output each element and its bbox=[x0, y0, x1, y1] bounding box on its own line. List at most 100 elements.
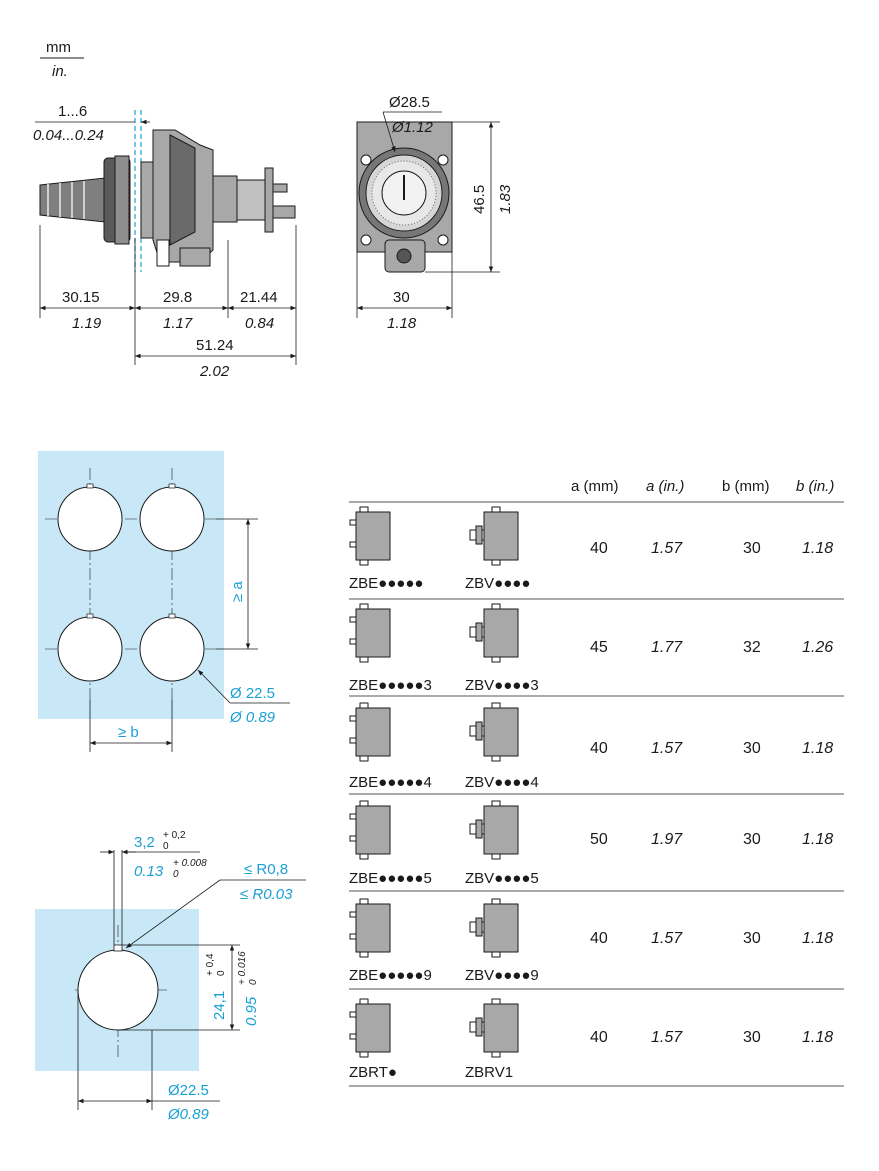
a-in: 1.57 bbox=[651, 540, 683, 557]
b-mm: 30 bbox=[743, 1029, 761, 1046]
contact-block-icon bbox=[349, 702, 391, 762]
contact-block-icon bbox=[349, 998, 391, 1058]
header-a-mm: a (mm) bbox=[571, 478, 619, 495]
notch-in-tol-upper: + 0.008 bbox=[173, 858, 207, 869]
rear-length-mm: 21.44 bbox=[240, 289, 278, 306]
table-row: ZBE●●●●●5 ZBV●●●●5 50 1.97 30 1.18 bbox=[349, 800, 833, 887]
knob-diameter-mm: Ø28.5 bbox=[389, 94, 430, 111]
light-block-icon bbox=[469, 702, 519, 762]
a-in: 1.97 bbox=[651, 831, 683, 848]
light-block-icon bbox=[469, 800, 519, 860]
light-block-icon bbox=[469, 998, 519, 1058]
table-row: ZBE●●●●●9 ZBV●●●●9 40 1.57 30 1.18 bbox=[349, 898, 833, 984]
height-in: 1.83 bbox=[497, 184, 514, 214]
contact-block-icon bbox=[349, 506, 391, 566]
contact-block-icon bbox=[349, 603, 391, 663]
side-view: 1...6 0.04...0.24 30.15 1.19 29.8 1.17 2… bbox=[33, 103, 297, 380]
spacing-a: ≥ a bbox=[229, 581, 246, 602]
notch-mm-tol-upper: + 0,2 bbox=[163, 830, 186, 841]
radius-in: ≤ R0.03 bbox=[240, 886, 293, 903]
spacing-b: ≥ b bbox=[118, 724, 139, 741]
height-in-tol-lower: 0 bbox=[248, 979, 259, 985]
height-mm: 46.5 bbox=[471, 185, 488, 214]
total-length-mm: 51.24 bbox=[196, 337, 234, 354]
a-in: 1.57 bbox=[651, 1029, 683, 1046]
front-length-mm: 30.15 bbox=[62, 289, 100, 306]
height-in-tol-upper: + 0.016 bbox=[237, 951, 248, 985]
height-mm-tol-upper: + 0,4 bbox=[205, 953, 216, 976]
height-mm-detail: 24,1 bbox=[211, 991, 228, 1020]
contact-block-icon bbox=[349, 800, 391, 860]
table-row: ZBE●●●●●3 ZBV●●●●3 45 1.77 32 1.26 bbox=[349, 603, 833, 694]
hole-diameter-in-detail: Ø0.89 bbox=[167, 1106, 210, 1123]
unit-in: in. bbox=[52, 63, 68, 80]
light-block-icon bbox=[469, 603, 519, 663]
b-in: 1.18 bbox=[802, 740, 833, 757]
total-length-in: 2.02 bbox=[199, 363, 230, 380]
ref-light: ZBV●●●●9 bbox=[465, 967, 539, 984]
radius-mm: ≤ R0,8 bbox=[244, 861, 288, 878]
notch-in: 0.13 bbox=[134, 863, 164, 880]
ref-contact: ZBE●●●●●9 bbox=[349, 967, 432, 984]
hole-diameter-mm: Ø 22.5 bbox=[230, 685, 275, 702]
b-in: 1.18 bbox=[802, 930, 833, 947]
cutout-detail: 3,2 + 0,2 0 0.13 + 0.008 0 ≤ R0,8 ≤ R0.0… bbox=[35, 830, 306, 1123]
ref-contact: ZBE●●●●● bbox=[349, 575, 423, 592]
body-length-in: 1.17 bbox=[163, 315, 193, 332]
b-mm: 30 bbox=[743, 740, 761, 757]
notch-in-tol-lower: 0 bbox=[173, 869, 179, 880]
front-length-in: 1.19 bbox=[72, 315, 102, 332]
unit-mm: mm bbox=[46, 39, 71, 56]
ref-light: ZBV●●●●3 bbox=[465, 677, 539, 694]
contact-block-icon bbox=[349, 898, 391, 958]
b-mm: 32 bbox=[743, 639, 761, 656]
b-in: 1.26 bbox=[802, 639, 833, 656]
a-mm: 40 bbox=[590, 740, 608, 757]
ref-light: ZBV●●●●5 bbox=[465, 870, 539, 887]
b-in: 1.18 bbox=[802, 831, 833, 848]
table-row: ZBE●●●●● ZBV●●●● 40 1.57 30 1.18 bbox=[349, 506, 833, 592]
a-mm: 40 bbox=[590, 930, 608, 947]
header-a-in: a (in.) bbox=[646, 478, 684, 495]
height-mm-tol-lower: 0 bbox=[216, 970, 227, 976]
a-in: 1.57 bbox=[651, 930, 683, 947]
notch-mm-tol-lower: 0 bbox=[163, 841, 169, 852]
b-in: 1.18 bbox=[802, 540, 833, 557]
ref-contact: ZBRT● bbox=[349, 1064, 397, 1081]
ref-light: ZBV●●●● bbox=[465, 575, 530, 592]
header-b-in: b (in.) bbox=[796, 478, 834, 495]
front-view: Ø28.5 Ø1.12 46.5 1.83 30 1.18 bbox=[356, 94, 514, 332]
header-b-mm: b (mm) bbox=[722, 478, 770, 495]
light-block-icon bbox=[469, 898, 519, 958]
ref-light: ZBV●●●●4 bbox=[465, 774, 539, 791]
height-in-detail: 0.95 bbox=[243, 996, 260, 1026]
b-mm: 30 bbox=[743, 930, 761, 947]
ref-contact: ZBE●●●●●3 bbox=[349, 677, 432, 694]
a-mm: 45 bbox=[590, 639, 608, 656]
a-in: 1.77 bbox=[651, 639, 683, 656]
a-in: 1.57 bbox=[651, 740, 683, 757]
light-block-icon bbox=[469, 506, 519, 566]
panel-range-in: 0.04...0.24 bbox=[33, 127, 104, 144]
width-in: 1.18 bbox=[387, 315, 417, 332]
panel-range-mm: 1...6 bbox=[58, 103, 87, 120]
body-length-mm: 29.8 bbox=[163, 289, 192, 306]
notch-mm: 3,2 bbox=[134, 834, 155, 851]
b-mm: 30 bbox=[743, 540, 761, 557]
cutout-grid: ≥ a ≥ b Ø 22.5 Ø 0.89 bbox=[38, 451, 290, 752]
hole-diameter-in: Ø 0.89 bbox=[229, 709, 276, 726]
a-mm: 40 bbox=[590, 540, 608, 557]
table-row: ZBE●●●●●4 ZBV●●●●4 40 1.57 30 1.18 bbox=[349, 702, 833, 791]
dimension-table: a (mm) a (in.) b (mm) b (in.) ZBE●●●●● Z… bbox=[349, 478, 844, 1087]
width-mm: 30 bbox=[393, 289, 410, 306]
a-mm: 40 bbox=[590, 1029, 608, 1046]
b-in: 1.18 bbox=[802, 1029, 833, 1046]
table-row: ZBRT● ZBRV1 40 1.57 30 1.18 bbox=[349, 998, 833, 1081]
ref-light: ZBRV1 bbox=[465, 1064, 513, 1081]
b-mm: 30 bbox=[743, 831, 761, 848]
rear-length-in: 0.84 bbox=[245, 315, 274, 332]
hole-diameter-mm-detail: Ø22.5 bbox=[168, 1082, 209, 1099]
knob-diameter-in: Ø1.12 bbox=[391, 119, 434, 136]
ref-contact: ZBE●●●●●5 bbox=[349, 870, 432, 887]
